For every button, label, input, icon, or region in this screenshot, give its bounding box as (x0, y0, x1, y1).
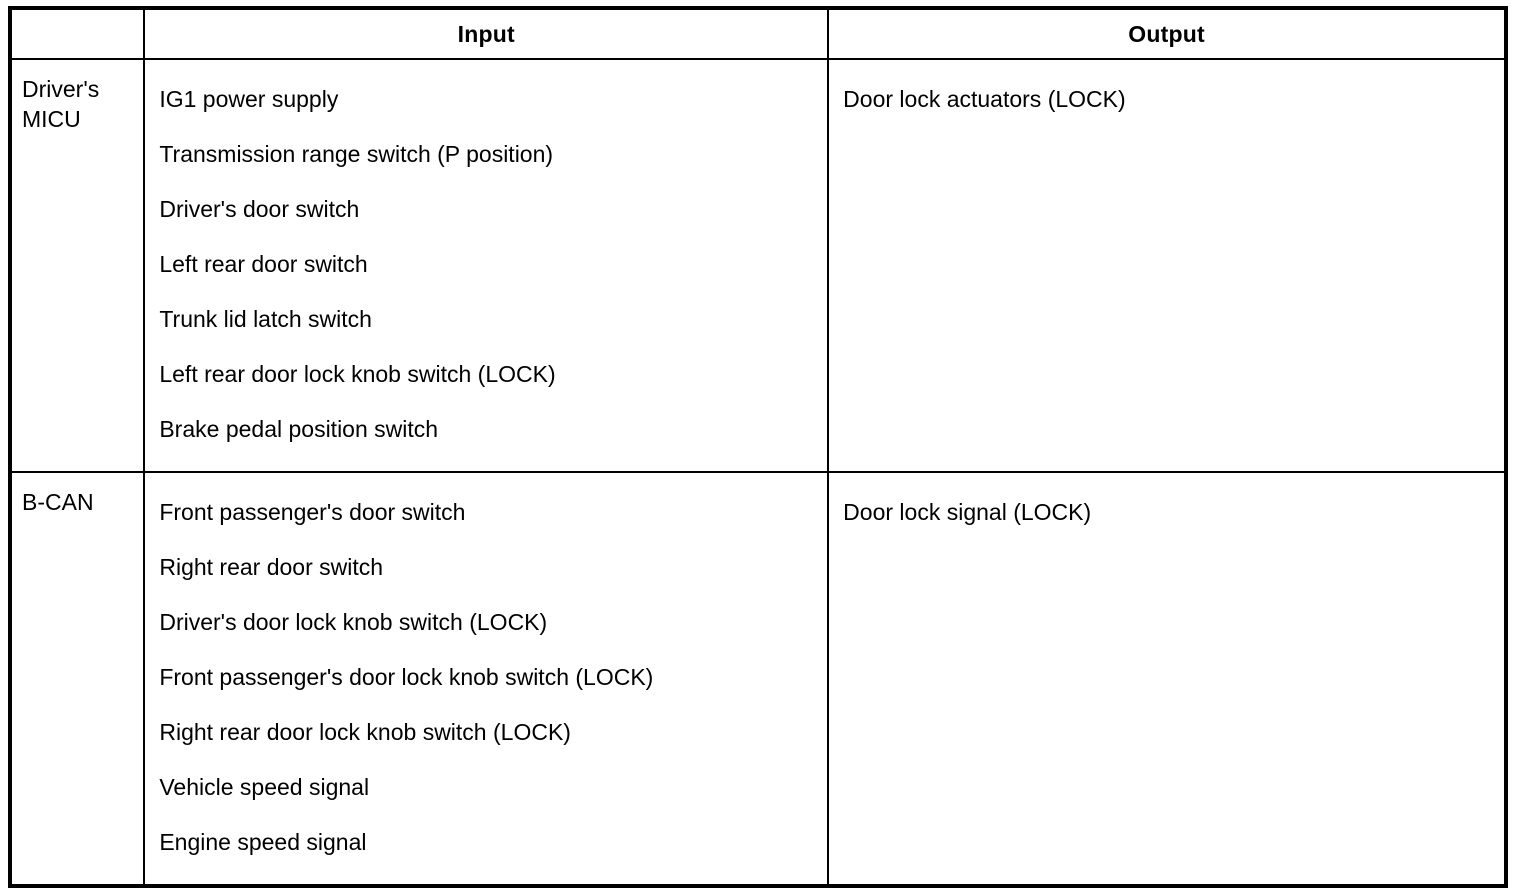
column-header-system (8, 7, 146, 60)
list-item: Brake pedal position switch (159, 416, 439, 442)
table-header-row: Input Output (8, 7, 1507, 60)
input-list-micu: IG1 power supply Transmission range swit… (143, 58, 830, 473)
list-item: Transmission range switch (P position) (159, 141, 554, 167)
system-label-micu: Driver's MICU (8, 58, 146, 473)
list-item: Door lock signal (LOCK) (843, 499, 1092, 525)
output-list-micu: Door lock actuators (LOCK) (827, 58, 1507, 473)
list-item: Left rear door lock knob switch (LOCK) (159, 361, 556, 387)
list-item: Door lock actuators (LOCK) (843, 86, 1126, 112)
list-item: Right rear door lock knob switch (LOCK) (159, 719, 571, 745)
input-list-bcan: Front passenger's door switch Right rear… (143, 471, 830, 887)
column-header-input: Input (143, 7, 830, 60)
output-list-bcan: Door lock signal (LOCK) (827, 471, 1507, 887)
list-item: Vehicle speed signal (159, 774, 370, 800)
list-item: Driver's door lock knob switch (LOCK) (159, 609, 548, 635)
list-item: Front passenger's door switch (159, 499, 466, 525)
table-header: Input Output (8, 7, 1507, 60)
list-item: Driver's door switch (159, 196, 360, 222)
list-item: IG1 power supply (159, 86, 339, 112)
list-item: Engine speed signal (159, 829, 367, 855)
column-header-output: Output (827, 7, 1507, 60)
system-label-bcan: B-CAN (8, 471, 146, 887)
list-item: Left rear door switch (159, 251, 368, 277)
document-page: Input Output Driver's MICU IG1 power sup… (8, 6, 1508, 888)
table-row: Driver's MICU IG1 power supply Transmiss… (8, 58, 1507, 473)
list-item: Trunk lid latch switch (159, 306, 372, 332)
list-item: Front passenger's door lock knob switch … (159, 664, 654, 690)
table-row: B-CAN Front passenger's door switch Righ… (8, 471, 1507, 887)
table-body: Driver's MICU IG1 power supply Transmiss… (8, 58, 1507, 887)
list-item: Right rear door switch (159, 554, 384, 580)
input-output-table: Input Output Driver's MICU IG1 power sup… (8, 6, 1508, 888)
